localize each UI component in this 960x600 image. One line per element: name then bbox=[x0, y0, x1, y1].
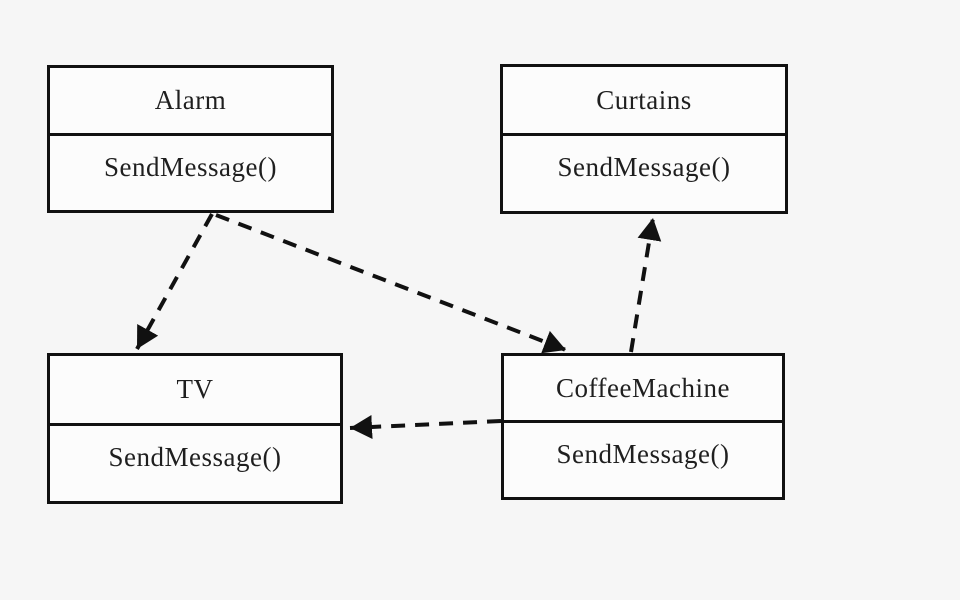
edge-coffeemachine-to-curtains bbox=[629, 217, 662, 353]
class-method-curtains: SendMessage() bbox=[557, 152, 731, 182]
edge-alarm-to-coffeemachine bbox=[215, 213, 567, 354]
class-method-coffeemachine: SendMessage() bbox=[556, 438, 730, 469]
class-box-tv: TV SendMessage() bbox=[47, 353, 343, 504]
class-box-alarm: Alarm SendMessage() bbox=[47, 65, 334, 213]
class-box-curtains: Curtains SendMessage() bbox=[500, 64, 788, 214]
class-name-curtains: Curtains bbox=[503, 67, 785, 136]
class-name-coffeemachine: CoffeeMachine bbox=[504, 356, 782, 423]
class-name-alarm: Alarm bbox=[50, 68, 331, 136]
class-method-tv: SendMessage() bbox=[108, 442, 282, 472]
class-name-tv: TV bbox=[50, 356, 340, 426]
edge-alarm-to-tv bbox=[135, 213, 214, 350]
class-box-coffeemachine: CoffeeMachine SendMessage() bbox=[501, 353, 785, 500]
edge-coffeemachine-to-tv bbox=[349, 414, 502, 439]
class-method-alarm: SendMessage() bbox=[104, 151, 277, 182]
